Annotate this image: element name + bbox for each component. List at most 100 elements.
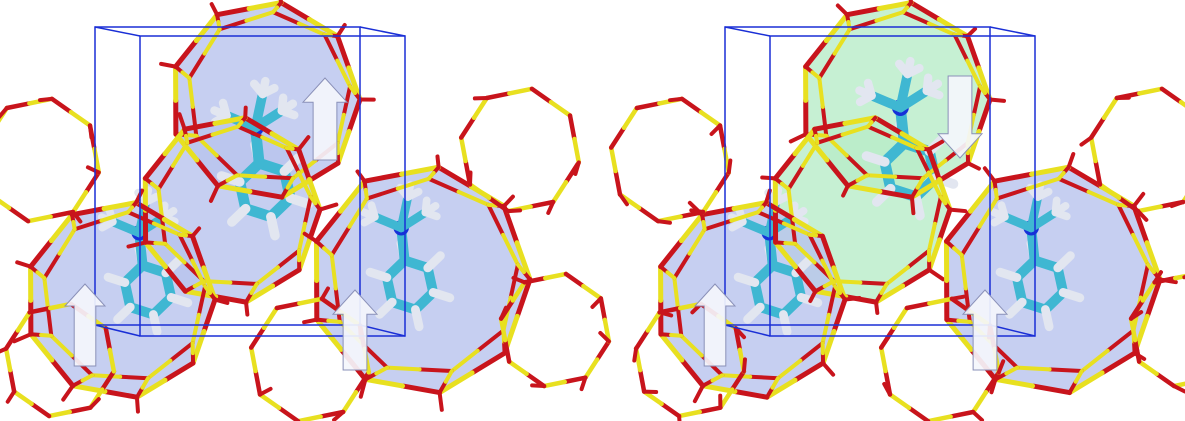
framework-bond <box>987 97 1007 103</box>
framework-bond <box>901 5 910 15</box>
framework-bond <box>824 157 851 189</box>
framework-bond <box>333 286 342 324</box>
framework-bond <box>966 161 981 171</box>
framework-bond <box>678 212 705 244</box>
framework-bond <box>528 199 556 209</box>
framework-bond <box>1116 195 1141 214</box>
hydrogen-bond <box>285 193 314 209</box>
framework-bond <box>11 389 34 407</box>
unit-cell-edge <box>989 26 1036 37</box>
framework-bond <box>15 260 33 269</box>
framework-bond <box>1047 367 1084 374</box>
framework-bond <box>689 208 706 215</box>
hydrogen-bond <box>166 293 193 308</box>
framework-bond <box>807 232 825 263</box>
framework-bond <box>687 227 707 256</box>
framework-bond <box>731 200 769 212</box>
framework-bond <box>214 6 252 18</box>
framework-bond <box>675 304 684 338</box>
framework-bond <box>101 200 139 212</box>
framework-bond <box>1137 86 1165 96</box>
framework-bond <box>400 383 443 396</box>
framework-bond <box>90 373 123 379</box>
framework-bond <box>909 195 916 216</box>
framework-bond <box>319 286 330 301</box>
framework-bond <box>720 373 753 379</box>
framework-bond <box>1088 115 1107 140</box>
framework-bond <box>873 283 906 305</box>
framework-bond <box>235 124 265 140</box>
framework-bond <box>134 395 140 414</box>
framework-bond <box>302 317 319 325</box>
framework-bond <box>1099 350 1138 376</box>
framework-bond <box>12 332 33 344</box>
hydrogen-bond <box>218 98 231 120</box>
framework-bond <box>847 18 879 32</box>
framework-bond <box>302 231 319 244</box>
framework-bond <box>189 233 207 271</box>
framework-bond <box>832 27 852 56</box>
framework-bond <box>163 241 187 265</box>
framework-bond <box>247 189 285 200</box>
framework-bond <box>878 345 888 374</box>
framework-bond <box>297 296 325 306</box>
hydrogen-bond <box>863 78 876 100</box>
framework-bond <box>1131 191 1146 209</box>
hydrogen-bond <box>1058 288 1085 303</box>
framework-bond <box>608 125 627 150</box>
hydrogen-bond <box>423 251 445 273</box>
framework-bond <box>326 318 342 324</box>
framework-bond <box>770 376 781 390</box>
framework-bond <box>798 341 825 363</box>
framework-bond <box>579 375 588 392</box>
framework-bond <box>1025 176 1061 191</box>
hydrogen-bond <box>997 201 1009 221</box>
framework-bond <box>927 296 955 306</box>
framework-bond <box>48 212 75 244</box>
framework-bond <box>1144 240 1163 282</box>
framework-bond <box>39 332 54 338</box>
framework-bond <box>764 377 798 400</box>
framework-bond <box>278 0 284 5</box>
framework-bond <box>965 58 983 89</box>
framework-bond <box>937 207 953 243</box>
framework-bond <box>1136 359 1159 377</box>
framework-bond <box>341 84 353 117</box>
framework-bond <box>817 76 825 109</box>
framework-bond <box>253 368 263 397</box>
framework-bond <box>602 317 612 344</box>
arrow-up-icon <box>693 283 737 367</box>
framework-bond <box>541 379 567 389</box>
framework-bond <box>1015 365 1052 372</box>
framework-bond <box>1140 280 1157 303</box>
framework-bond <box>213 294 249 305</box>
framework-bond <box>844 153 870 178</box>
framework-bond <box>484 91 512 101</box>
framework-bond <box>302 195 313 226</box>
framework-bond <box>786 163 805 192</box>
framework-bond <box>679 96 704 115</box>
framework-bond <box>844 6 882 18</box>
framework-bond <box>915 176 926 190</box>
framework-bond <box>613 168 623 197</box>
framework-bond <box>817 51 837 81</box>
framework-bond <box>959 224 982 258</box>
framework-bond <box>235 120 244 129</box>
framework-bond <box>865 173 898 179</box>
framework-bond <box>244 300 250 317</box>
framework-bond <box>573 160 581 176</box>
framework-bond <box>679 357 706 389</box>
framework-bond <box>900 267 932 289</box>
framework-bond <box>417 367 454 374</box>
framework-bond <box>458 135 468 164</box>
framework-bond <box>374 365 390 376</box>
framework-bond <box>1067 370 1105 396</box>
framework-bond <box>821 361 836 377</box>
framework-bond <box>729 210 761 223</box>
framework-bond <box>632 346 639 363</box>
framework-bond <box>118 374 151 381</box>
framework-bond <box>779 181 791 192</box>
framework-bond <box>48 209 76 219</box>
framework-bond <box>134 188 145 205</box>
framework-bond <box>362 376 406 389</box>
